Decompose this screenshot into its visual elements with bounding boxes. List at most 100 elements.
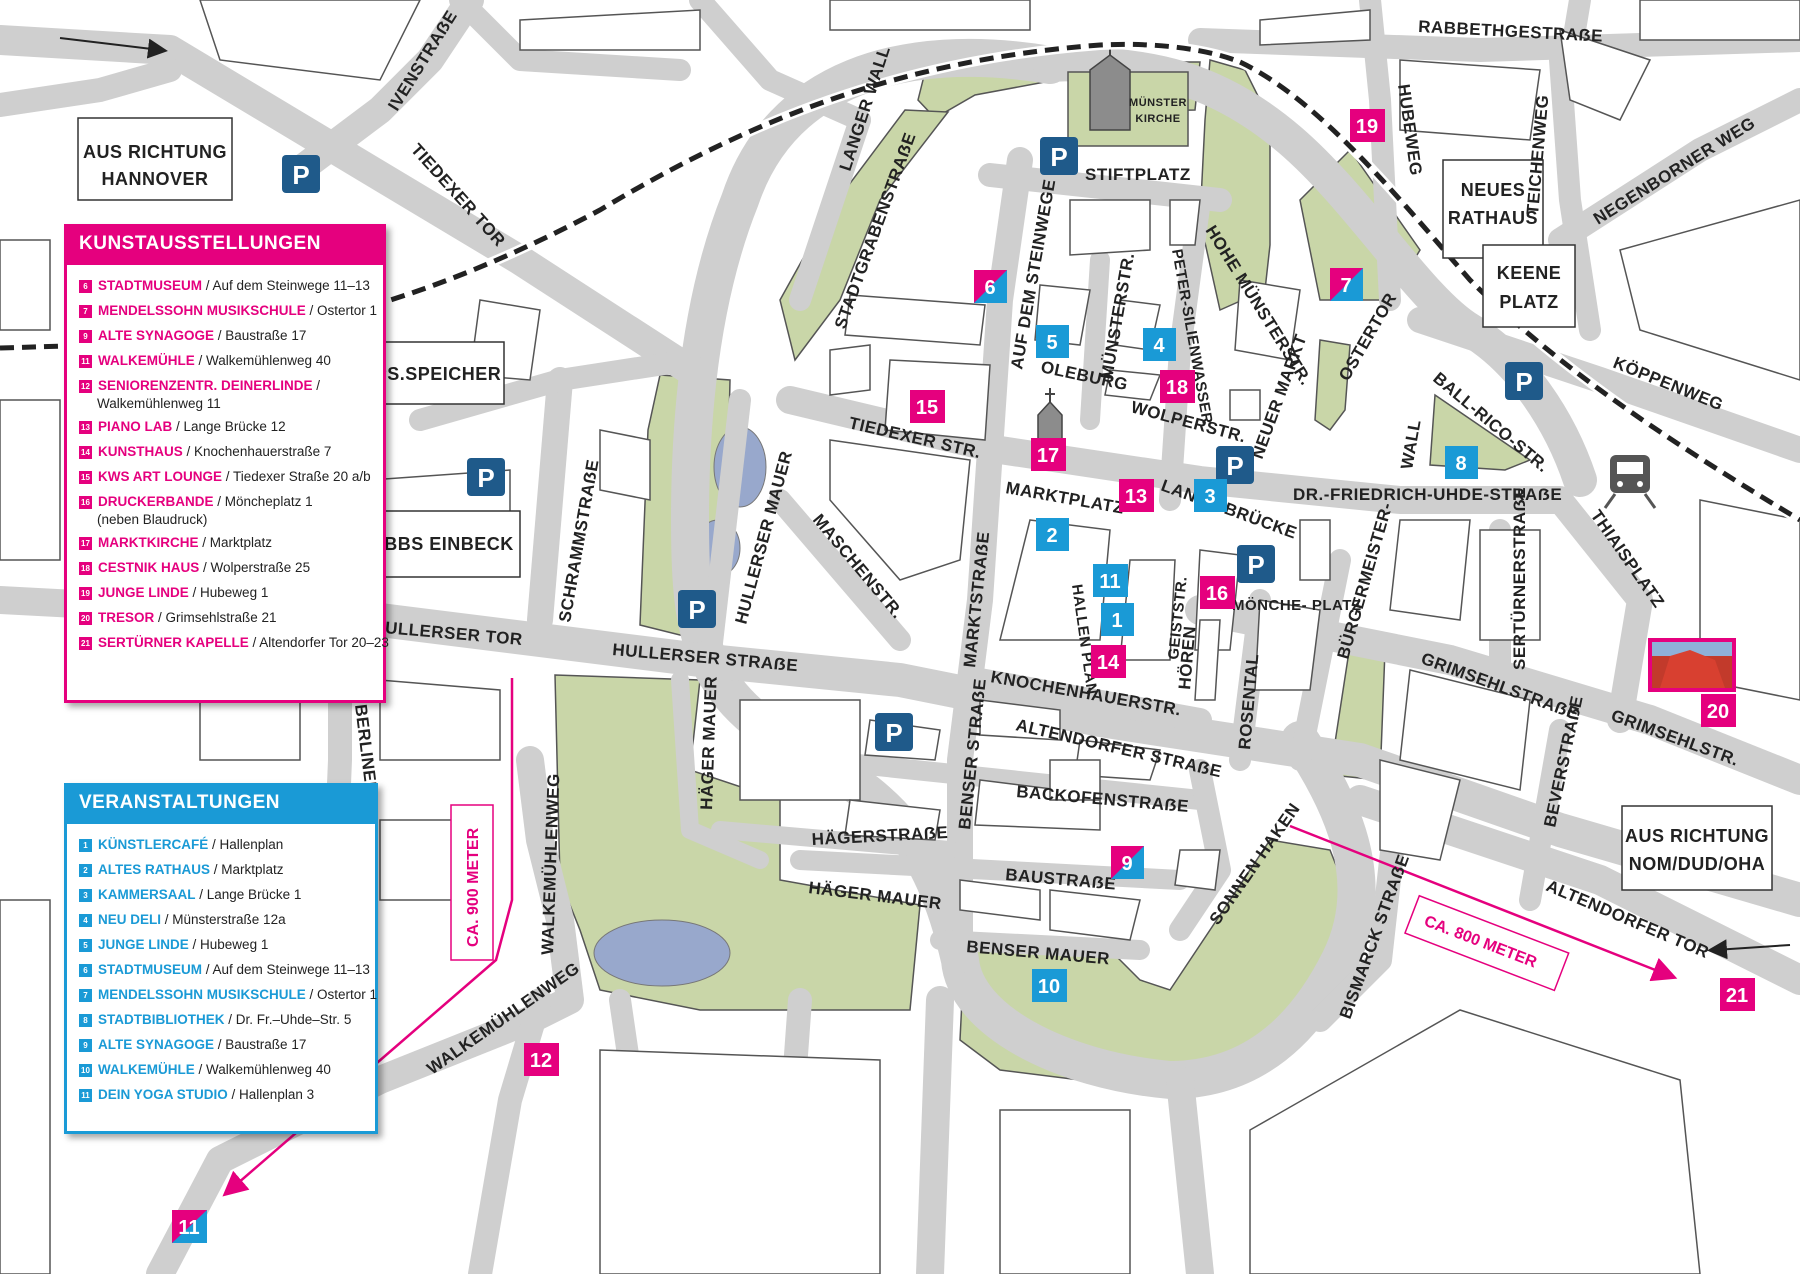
svg-text:5: 5: [1046, 332, 1057, 354]
road-altendorfer-str: [968, 668, 1212, 732]
legend-item-address: / Baustraße 17: [217, 1037, 307, 1052]
marker-5[interactable]: 5: [1036, 325, 1069, 358]
legend-item-number: 12: [79, 380, 92, 393]
legend-item[interactable]: 11 DEIN YOGA STUDIO / Hallenplan 3: [79, 1082, 365, 1107]
svg-text:P: P: [1515, 367, 1532, 397]
marker-16[interactable]: 16: [1200, 576, 1235, 609]
marker-18[interactable]: 18: [1160, 370, 1195, 403]
legend-item-number: 21: [79, 637, 92, 650]
legend-item-name: ALTES RATHAUS: [98, 862, 210, 877]
marker-12[interactable]: 12: [524, 1043, 559, 1076]
parking-p7: P: [678, 590, 716, 628]
legend-item-number: 16: [79, 496, 92, 509]
train-station-icon: [1603, 455, 1657, 509]
road-north-center: [689, 0, 871, 131]
box-bbs-einbeck: BBS EINBECK: [377, 510, 521, 578]
legend-item-name: KAMMERSAAL: [98, 887, 196, 902]
marker-1[interactable]: 1: [1101, 603, 1134, 636]
road-hubeweg: [1359, 0, 1401, 311]
svg-text:P: P: [1247, 550, 1264, 580]
road-langer-wall: [789, 109, 871, 311]
marker-9[interactable]: 9: [1111, 846, 1144, 879]
distance-900-label: CA. 900 METER: [465, 827, 482, 947]
road-bbs: [409, 349, 701, 431]
marker-7[interactable]: 7: [1330, 268, 1363, 301]
legend-item-address: / Auf dem Steinwege 11–13: [205, 278, 370, 293]
svg-text:13: 13: [1125, 486, 1147, 508]
road-buergermeister: [1289, 549, 1351, 771]
marker-19[interactable]: 19: [1350, 109, 1385, 142]
legend-item-name: CESTNIK HAUS: [98, 560, 200, 575]
legend-item-number: 17: [79, 537, 92, 550]
legend-item-name: MENDELSSOHN MUSIKSCHULE: [98, 303, 306, 318]
marker-10[interactable]: 10: [1032, 969, 1067, 1002]
marker-3[interactable]: 3: [1194, 479, 1227, 512]
legend-item-number: 11: [79, 1089, 92, 1102]
legend-item-address: / Auf dem Steinwege 11–13: [205, 962, 370, 977]
marker-14[interactable]: 14: [1091, 645, 1126, 678]
legend-item-number: 6: [79, 964, 92, 977]
road-ivenstrasse: [286, 0, 484, 184]
marker-2[interactable]: 2: [1036, 518, 1069, 551]
legend-item-address: / Hallenplan 3: [231, 1087, 315, 1102]
legend-item-address: / Baustraße 17: [217, 328, 307, 343]
road-south: [916, 986, 954, 1274]
legend-item-name: MENDELSSOHN MUSIKSCHULE: [98, 987, 306, 1002]
marker-11-south[interactable]: 11: [172, 1210, 207, 1243]
svg-text:P: P: [292, 160, 309, 190]
legend-item-name: DEIN YOGA STUDIO: [98, 1087, 228, 1102]
marker-15[interactable]: 15: [910, 390, 945, 423]
road-south-2: [1166, 1066, 1214, 1274]
marker-4[interactable]: 4: [1143, 328, 1176, 361]
legend-item-address: / Knochenhauerstraße 7: [186, 444, 332, 459]
legend-item-address: / Hubeweg 1: [192, 585, 269, 600]
legend-item-address: / Altendorfer Tor 20–23: [252, 635, 389, 650]
marker-6[interactable]: 6: [974, 270, 1007, 303]
muenster-label-1: MÜNSTER: [1129, 96, 1187, 109]
marker-13[interactable]: 13: [1119, 479, 1154, 512]
marker-11-center[interactable]: 11: [1093, 564, 1128, 597]
street-stiftplatz: STIFTPLATZ: [1085, 165, 1191, 184]
road-arrow-west: [59, 37, 168, 59]
box-hannover-line2: HANNOVER: [101, 169, 208, 189]
street-moencheplatz: MÖNCHE- PLATZ: [1232, 597, 1362, 614]
street-sertuernerstrasse: SERTÜRNERSTRAẞE: [1510, 487, 1529, 670]
marker-21[interactable]: 21: [1720, 978, 1755, 1011]
marker-8[interactable]: 8: [1445, 446, 1478, 479]
box-hannover: AUS RICHTUNG HANNOVER: [77, 117, 233, 201]
legend-kunst-title: KUNSTAUSSTELLUNGEN: [67, 227, 383, 265]
legend-item-address: / Walkemühlenweg 40: [198, 353, 331, 368]
marker-17[interactable]: 17: [1031, 438, 1066, 471]
legend-item-address: / Marktplatz: [202, 535, 273, 550]
marker-20[interactable]: 20: [1701, 694, 1736, 727]
legend-item-name: STADTMUSEUM: [98, 278, 202, 293]
box-keene-platz-line2: PLATZ: [1499, 292, 1558, 312]
